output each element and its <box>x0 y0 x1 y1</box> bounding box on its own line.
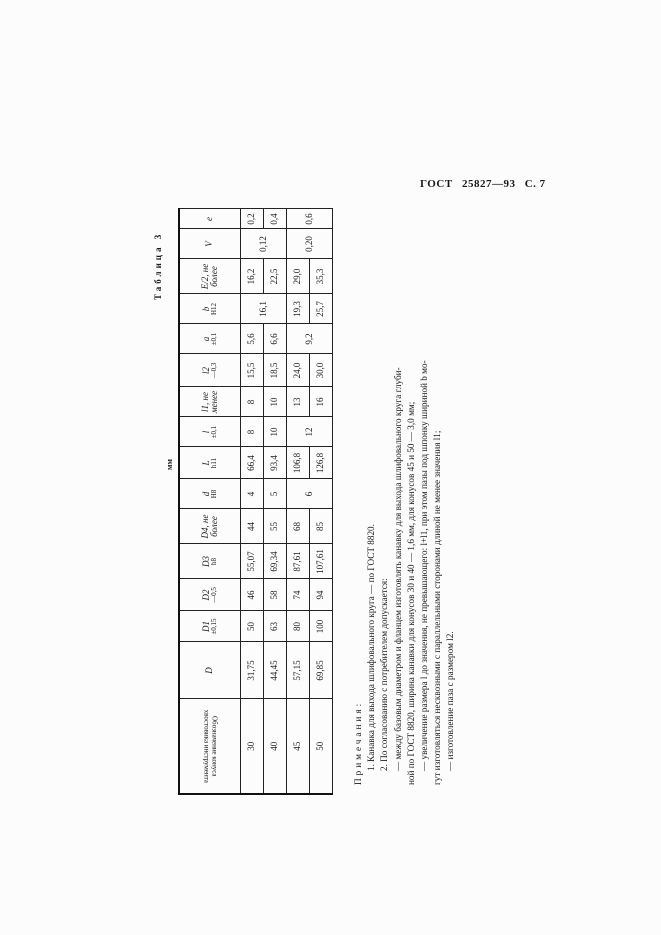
cell: 45 <box>286 699 310 794</box>
table-title: Таблица 3 <box>153 231 163 300</box>
cell: 30,0 <box>309 354 333 387</box>
note-line: гут изготовляться несквозными с параллел… <box>432 430 443 785</box>
notes-section: Примечания: 1. Канавка для выхода шлифов… <box>352 210 458 785</box>
cell: 16,1 <box>240 294 287 324</box>
header-e: e <box>179 209 241 229</box>
note-line: — изготовление паза с размером l2. <box>445 631 456 771</box>
standard-number: 25827—93 <box>461 178 516 190</box>
cell: 10 <box>263 417 287 447</box>
cell: 22,5 <box>263 259 287 294</box>
header-V: V <box>179 229 241 259</box>
cell: 25,7 <box>309 294 333 324</box>
header-D1: D1±0,15 <box>179 611 241 642</box>
cell: 57,15 <box>286 642 310 699</box>
cell: 93,4 <box>263 447 287 479</box>
cell: 0,12 <box>240 229 287 259</box>
cell: 10 <box>263 387 287 417</box>
cell: 44 <box>240 509 264 544</box>
cell: 0,6 <box>286 209 333 229</box>
cell: 5 <box>263 479 287 509</box>
cell: 66,4 <box>240 447 264 479</box>
note-line: 1. Канавка для выхода шлифовального круг… <box>366 524 377 771</box>
unit-label: мм <box>165 459 174 470</box>
cell: 5,6 <box>240 324 264 354</box>
cell: 40 <box>263 699 287 794</box>
cell: 18,5 <box>263 354 287 387</box>
cell: 87,61 <box>286 544 310 579</box>
cell: 46 <box>240 579 264 611</box>
cell: 19,3 <box>286 294 310 324</box>
cell: 0,2 <box>240 209 264 229</box>
cell: 68 <box>286 509 310 544</box>
cell: 30 <box>240 699 264 794</box>
cell: 58 <box>263 579 287 611</box>
cell: 16 <box>309 387 333 417</box>
table-row: 30 31,75 50 46 55,07 44 4 66,4 8 8 15,5 … <box>240 209 287 794</box>
cell: 6 <box>286 479 333 509</box>
table-container: Обозначение конуса хвостовика инструмент… <box>178 208 333 795</box>
header-D: D <box>179 642 241 699</box>
header-l1: l1, не менее <box>179 387 241 417</box>
note-line: 2. По согласованию с потребителем допуск… <box>379 578 390 771</box>
cell: 94 <box>309 579 333 611</box>
note-line: — увеличение размера l до значения, не п… <box>419 360 430 771</box>
cell: 31,75 <box>240 642 264 699</box>
cell: 4 <box>240 479 264 509</box>
standard-label: ГОСТ <box>420 178 453 190</box>
cell: 63 <box>263 611 287 642</box>
cell: 74 <box>286 579 310 611</box>
cell: 55 <box>263 509 287 544</box>
cell: 6,6 <box>263 324 287 354</box>
cell: 13 <box>286 387 310 417</box>
cell: 35,3 <box>309 259 333 294</box>
header-a: a±0,1 <box>179 324 241 354</box>
cell: 8 <box>240 417 264 447</box>
note-line: ной по ГОСТ 8820, ширина канавки для кон… <box>405 401 416 785</box>
cell: 9,2 <box>286 324 333 354</box>
cell: 55,07 <box>240 544 264 579</box>
cell: 44,45 <box>263 642 287 699</box>
header-D2: D2—0,5 <box>179 579 241 611</box>
header-l2: l2—0,3 <box>179 354 241 387</box>
note-line: — между базовым диаметром и фланцем изго… <box>392 367 403 771</box>
cell: 100 <box>309 611 333 642</box>
cell: 106,8 <box>286 447 310 479</box>
cell: 85 <box>309 509 333 544</box>
table-header-row: Обозначение конуса хвостовика инструмент… <box>179 209 241 794</box>
cell: 8 <box>240 387 264 417</box>
cell: 29,0 <box>286 259 310 294</box>
page-header: ГОСТ 25827—93 С. 7 <box>420 178 552 190</box>
cell: 24,0 <box>286 354 310 387</box>
cell: 69,85 <box>309 642 333 699</box>
cell: 50 <box>240 611 264 642</box>
page-number: С. 7 <box>524 178 546 190</box>
cell: 0,20 <box>286 229 333 259</box>
notes-heading: Примечания: <box>353 700 363 785</box>
header-D4: D4, не более <box>179 509 241 544</box>
cell: 69,34 <box>263 544 287 579</box>
cell: 126,8 <box>309 447 333 479</box>
header-l: l±0,1 <box>179 417 241 447</box>
cell: 16,2 <box>240 259 264 294</box>
data-table: Обозначение конуса хвостовика инструмент… <box>178 208 333 795</box>
cell: 0,4 <box>263 209 287 229</box>
cell: 12 <box>286 417 333 447</box>
cell: 107,61 <box>309 544 333 579</box>
cell: 50 <box>309 699 333 794</box>
cell: 80 <box>286 611 310 642</box>
header-E2: E/2, не более <box>179 259 241 294</box>
cell: 15,5 <box>240 354 264 387</box>
header-designation: Обозначение конуса хвостовика инструмент… <box>179 699 241 794</box>
table-row: 45 57,15 80 74 87,61 68 6 106,8 12 13 24… <box>286 209 333 794</box>
